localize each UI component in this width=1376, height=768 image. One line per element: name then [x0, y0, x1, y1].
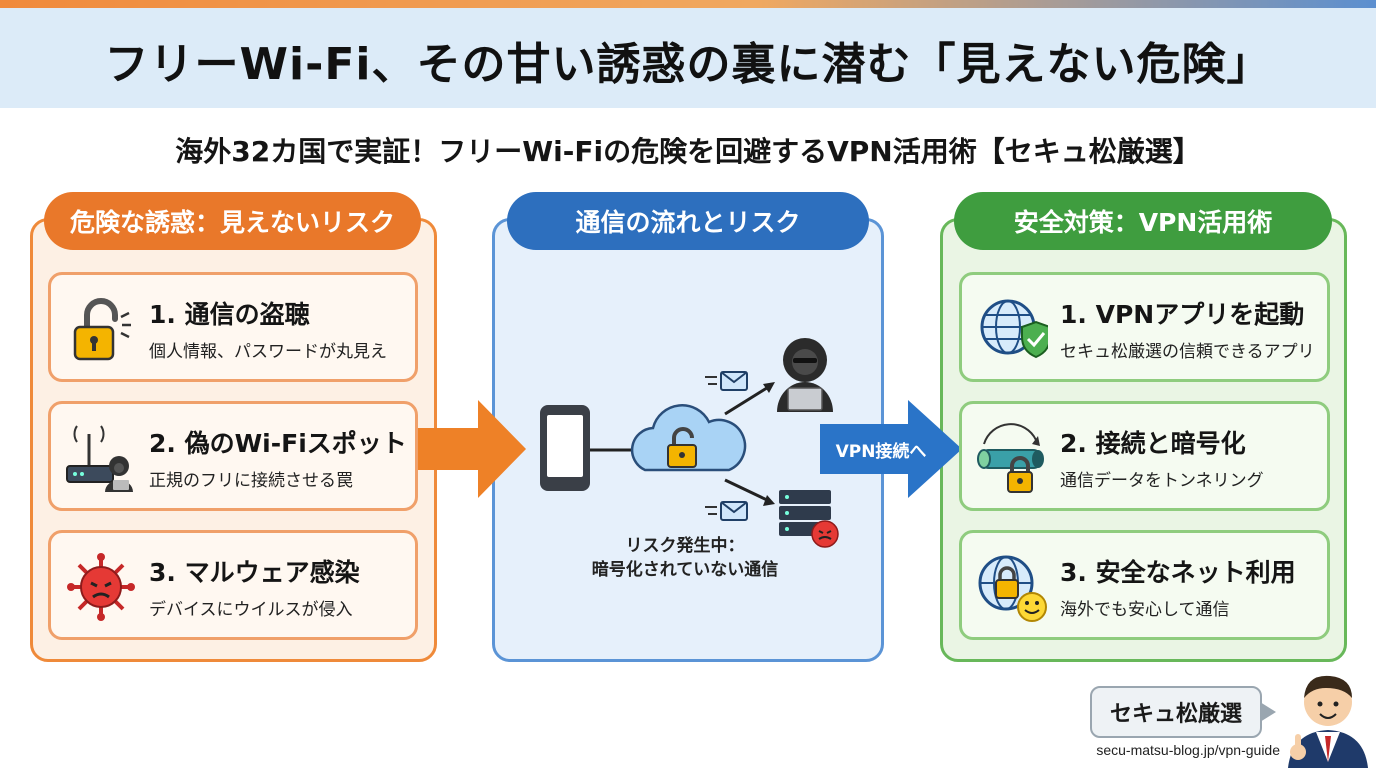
source-url: secu-matsu-blog.jp/vpn-guide: [1096, 742, 1280, 758]
speech-bubble-tail: [1260, 702, 1276, 722]
vpn-card-encrypt: 2. 接続と暗号化 通信データをトンネリング: [959, 401, 1330, 511]
vpn-card-desc: セキュ松厳選の信頼できるアプリ: [1060, 342, 1315, 362]
mascot-businessman-icon: [1288, 675, 1368, 768]
risk-panel-heading: 危険な誘惑：見えないリスク: [44, 192, 421, 250]
flow-arrow-to-hacker: [724, 384, 771, 416]
vpn-card-desc: 通信データをトンネリング: [1060, 471, 1264, 491]
risk-card-desc: デバイスにウイルスが侵入: [149, 600, 353, 620]
mascot-speech-bubble: セキュ松厳選: [1090, 686, 1262, 738]
vpn-card-launch: 1. VPNアプリを起動 セキュ松厳選の信頼できるアプリ: [959, 272, 1330, 382]
vpn-card-safe-use: 3. 安全なネット利用 海外でも安心して通信: [959, 530, 1330, 640]
hacker-icon: [777, 338, 833, 412]
header-band: [0, 8, 1376, 108]
communication-flow-diagram: [540, 338, 839, 548]
envelope-icon: [705, 501, 748, 521]
flow-arrow-to-server: [724, 478, 768, 502]
risk-card-malware: 3. マルウェア感染 デバイスにウイルスが侵入: [48, 530, 418, 640]
risk-card-desc: 正規のフリに接続させる罠: [149, 471, 353, 491]
top-accent-stripe: [0, 0, 1376, 8]
flow-panel-heading: 通信の流れとリスク: [507, 192, 869, 250]
vpn-card-title: 2. 接続と暗号化: [1060, 429, 1246, 458]
risk-status-label: リスク発生中： 暗号化されていない通信: [560, 534, 810, 582]
risk-card-title: 1. 通信の盗聴: [149, 300, 310, 329]
globe-shield-icon: [980, 299, 1048, 359]
rogue-router-hacker-icon: [66, 425, 133, 492]
envelope-icon: [705, 371, 748, 391]
page-subtitle: 海外32カ国で実証！フリーWi-Fiの危険を回避するVPN活用術【セキュ松厳選】: [175, 135, 1201, 168]
risk-status-line1: リスク発生中：: [625, 536, 745, 556]
virus-icon: [67, 553, 135, 621]
server-rack-icon: [779, 490, 839, 548]
unlocked-padlock-icon: [73, 298, 131, 361]
vpn-card-title: 1. VPNアプリを起動: [1060, 300, 1305, 329]
smartphone-icon: [540, 405, 590, 491]
cloud-unlocked-icon: [630, 404, 747, 472]
risk-card-desc: 個人情報、パスワードが丸見え: [149, 342, 387, 362]
vpn-arrow-label: VPN接続へ: [835, 442, 927, 462]
countermeasure-panel-heading: 安全対策：VPN活用術: [954, 192, 1332, 250]
tunnel-lock-icon: [977, 423, 1044, 493]
vpn-card-title: 3. 安全なネット利用: [1060, 558, 1296, 587]
page-title: フリーWi-Fi、その甘い誘惑の裏に潜む「見えない危険」: [104, 39, 1272, 90]
globe-lock-smile-icon: [978, 555, 1047, 622]
risk-card-title: 2. 偽のWi-Fiスポット: [149, 429, 407, 458]
risk-card-eavesdropping: 1. 通信の盗聴 個人情報、パスワードが丸見え: [48, 272, 418, 382]
vpn-card-desc: 海外でも安心して通信: [1060, 600, 1230, 620]
vpn-arrow: [820, 400, 962, 498]
risk-card-title: 3. マルウェア感染: [149, 558, 360, 587]
risk-status-line2: 暗号化されていない通信: [591, 560, 779, 580]
orange-flow-arrow: [418, 400, 526, 498]
risk-card-fake-hotspot: 2. 偽のWi-Fiスポット 正規のフリに接続させる罠: [48, 401, 418, 511]
